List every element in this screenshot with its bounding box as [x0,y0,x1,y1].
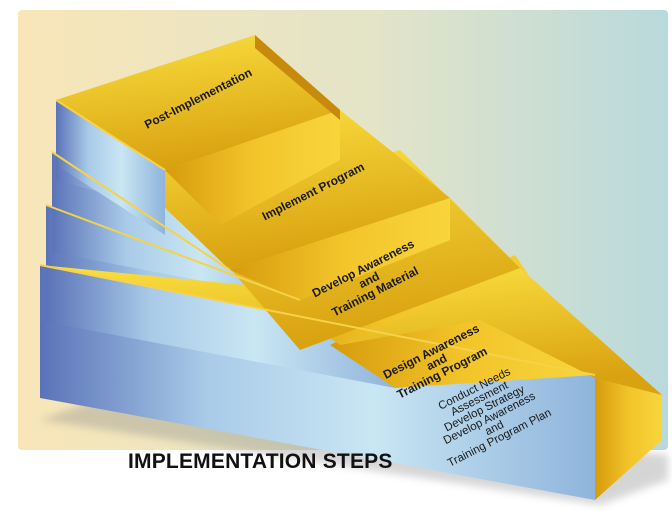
step-1-left-face [56,100,165,235]
step-1-riser [165,110,340,225]
step-1-front-riser [255,35,340,120]
step-2-riser [230,198,450,300]
diagram-caption: IMPLEMENTATION STEPS [128,450,393,473]
tier-edge-lines [39,99,596,376]
step-5-front [595,375,662,500]
step-1-top-plane [56,35,340,170]
step-4-tread [340,268,662,395]
